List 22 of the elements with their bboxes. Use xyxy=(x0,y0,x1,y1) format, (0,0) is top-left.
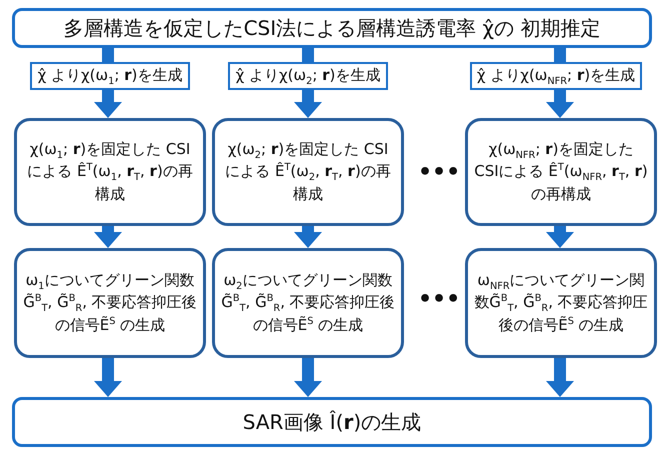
process-box: ω$_{NFR}$についてグリーン関数G̃$^{B}$$_{T}$, G̃$^{B}$$_{R}$, 不要応答抑圧後の信号Ẽ$^{S}$ の生成 xyxy=(465,248,657,358)
process-box: SAR画像 Î(r)の生成 xyxy=(12,397,652,447)
process-box: ω$_{1}$についてグリーン関数G̃$^{B}$$_{T}$, G̃$^{B}$$_{R}$, 不要応答抑圧後の信号Ẽ$^{S}$ の生成 xyxy=(14,248,206,358)
process-box: ω$_{2}$についてグリーン関数G̃$^{B}$$_{T}$, G̃$^{B}$$_{R}$, 不要応答抑圧後の信号Ẽ$^{S}$ の生成 xyxy=(212,248,404,358)
ellipsis: ••• xyxy=(418,287,460,312)
step-label-box: χ̂ よりχ(ω$_{2}$; r)を生成 xyxy=(228,62,388,90)
arrow xyxy=(294,358,322,397)
arrow xyxy=(546,358,574,397)
process-box: χ(ω$_{2}$; r)を固定した CSIによる Ê$^{T}$(ω$_{2}$, r$_{T}$, r)の再構成 xyxy=(212,118,404,226)
step-label-box: χ̂ よりχ(ω$_{1}$; r)を生成 xyxy=(30,62,190,90)
arrow xyxy=(294,90,322,118)
step-label-box: χ̂ よりχ(ω$_{NFR}$; r)を生成 xyxy=(470,62,642,90)
arrow xyxy=(94,90,122,118)
ellipsis: ••• xyxy=(418,160,460,185)
arrow xyxy=(546,90,574,118)
arrow xyxy=(546,226,574,248)
process-box: χ(ω$_{NFR}$; r)を固定した CSIによる Ê$^{T}$(ω$_{NFR}$, r$_{T}$, r)の再構成 xyxy=(465,118,657,226)
arrow xyxy=(94,226,122,248)
arrow xyxy=(94,358,122,397)
arrow xyxy=(294,226,322,248)
process-box: χ(ω$_{1}$; r)を固定した CSIによる Ê$^{T}$(ω$_{1}$, r$_{T}$, r)の再構成 xyxy=(14,118,206,226)
process-box: 多層構造を仮定したCSI法による層構造誘電率 χ̂の 初期推定 xyxy=(12,8,652,48)
